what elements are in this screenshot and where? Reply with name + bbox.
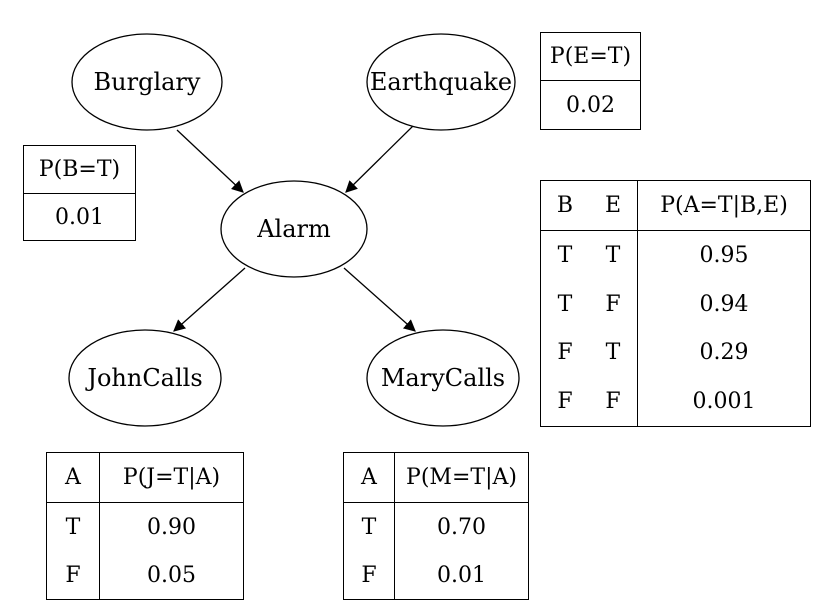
- cpt-alarm: B E P(A=T|B,E) T T 0.95 T F 0.94 F T 0.2…: [540, 180, 811, 427]
- cpt-alarm-cell: F: [589, 279, 638, 329]
- node-alarm-label: Alarm: [256, 215, 331, 243]
- cpt-marycalls-cell: F: [343, 551, 395, 600]
- cpt-alarm-cell: 0.95: [699, 242, 749, 268]
- cpt-marycalls-cell: 0.01: [437, 562, 486, 588]
- table-row: T 0.70: [343, 502, 529, 551]
- edge-burglary-alarm: [176, 129, 244, 193]
- node-burglary-label: Burglary: [94, 68, 201, 96]
- table-row: F F 0.001: [541, 376, 811, 427]
- cpt-alarm-cell: 0.001: [692, 388, 756, 414]
- cpt-johncalls-header-prob: P(J=T|A): [99, 452, 244, 503]
- cpt-johncalls-cell: 0.05: [147, 562, 196, 588]
- node-johncalls-label: JohnCalls: [84, 364, 202, 392]
- cpt-johncalls-cell: T: [46, 502, 100, 551]
- cpt-marycalls-header-prob: P(M=T|A): [394, 452, 529, 503]
- cpt-burglary-header: P(B=T): [23, 145, 136, 194]
- cpt-alarm-cell: T: [589, 328, 638, 377]
- node-earthquake-label: Earthquake: [370, 68, 512, 96]
- cpt-alarm-cell: 0.94: [699, 291, 749, 317]
- cpt-alarm-header-e: E: [589, 180, 638, 231]
- cpt-marycalls: A P(M=T|A) T 0.70 F 0.01: [343, 452, 529, 600]
- cpt-johncalls-header-a: A: [46, 452, 100, 503]
- cpt-alarm-header-b: B: [540, 180, 589, 231]
- table-row: F 0.05: [46, 551, 244, 600]
- node-marycalls-label: MaryCalls: [381, 364, 505, 392]
- table-row: T T 0.95: [541, 230, 811, 280]
- table-row: T F 0.94: [541, 279, 811, 329]
- table-row: F 0.01: [343, 551, 529, 600]
- cpt-alarm-cell: T: [589, 230, 638, 280]
- node-johncalls: JohnCalls: [68, 329, 222, 427]
- edge-alarm-marycalls: [343, 267, 416, 332]
- cpt-marycalls-header-a: A: [343, 452, 395, 503]
- cpt-marycalls-cell: T: [343, 502, 395, 551]
- cpt-alarm-cell: F: [589, 376, 638, 427]
- table-row: T 0.90: [46, 502, 244, 551]
- cpt-earthquake-value: 0.02: [566, 92, 615, 118]
- cpt-marycalls-cell: 0.70: [437, 514, 486, 540]
- cpt-burglary: P(B=T) 0.01: [23, 145, 136, 241]
- cpt-johncalls-cell: F: [46, 551, 100, 600]
- cpt-earthquake: P(E=T) 0.02: [540, 32, 641, 130]
- cpt-burglary-value: 0.01: [55, 204, 104, 230]
- cpt-alarm-cell: F: [557, 388, 573, 414]
- cpt-alarm-cell: T: [557, 242, 573, 268]
- edge-earthquake-alarm: [345, 125, 414, 193]
- node-burglary: Burglary: [71, 33, 223, 131]
- cpt-alarm-cell: T: [557, 291, 573, 317]
- cpt-johncalls: A P(J=T|A) T 0.90 F 0.05: [46, 452, 244, 600]
- node-marycalls: MaryCalls: [366, 329, 520, 427]
- node-alarm: Alarm: [220, 180, 368, 278]
- edge-alarm-johncalls: [173, 267, 246, 332]
- cpt-alarm-cell: F: [557, 340, 573, 366]
- node-earthquake: Earthquake: [366, 33, 516, 131]
- cpt-johncalls-cell: 0.90: [147, 514, 196, 540]
- cpt-alarm-header-prob: P(A=T|B,E): [637, 180, 811, 231]
- cpt-alarm-cell: 0.29: [699, 340, 749, 366]
- cpt-earthquake-header: P(E=T): [540, 32, 641, 81]
- table-row: F T 0.29: [541, 328, 811, 377]
